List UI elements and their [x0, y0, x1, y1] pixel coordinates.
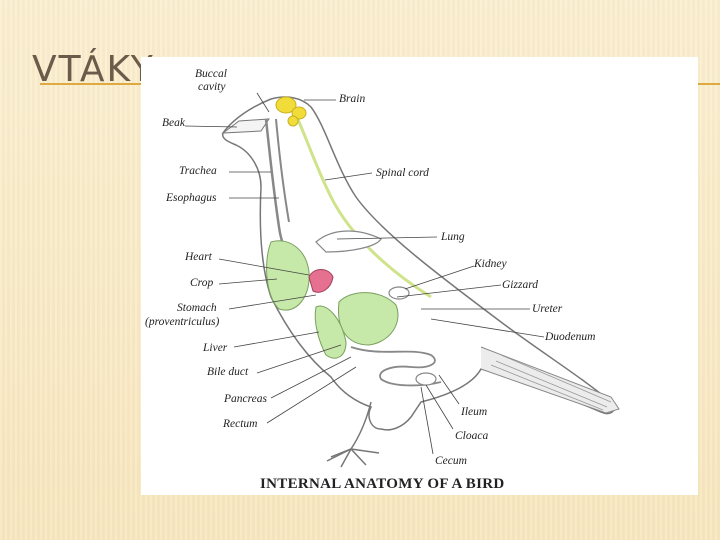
bird-body-outline — [221, 96, 615, 431]
label-esophagus: Esophagus — [166, 192, 217, 204]
figure-caption: INTERNAL ANATOMY OF A BIRD — [260, 476, 505, 492]
cecum-shape — [415, 372, 437, 386]
label-beak: Beak — [162, 117, 185, 129]
label-ileum: Ileum — [461, 406, 488, 418]
liver-shape — [314, 305, 347, 359]
label-buccal-cavity-line2: cavity — [198, 81, 226, 93]
label-pancreas: Pancreas — [224, 393, 268, 405]
brain-shape — [275, 96, 297, 114]
label-gizzard: Gizzard — [502, 279, 538, 291]
label-stomach: Stomach — [177, 302, 217, 314]
lung-shape — [315, 230, 382, 253]
intestine-loops — [350, 346, 442, 387]
foot-shape — [326, 448, 380, 468]
leader-lines — [184, 92, 545, 455]
label-liver: Liver — [203, 342, 228, 354]
label-bile-duct: Bile duct — [207, 366, 249, 378]
leg-shape — [330, 401, 372, 458]
label-proventriculus: (proventriculus) — [145, 316, 220, 328]
label-brain: Brain — [339, 93, 366, 105]
label-crop: Crop — [190, 277, 214, 289]
esophagus-tube — [275, 118, 290, 223]
anatomy-figure: Buccal cavity Beak Brain Trachea Spinal … — [141, 57, 698, 495]
label-duodenum: Duodenum — [545, 331, 596, 343]
label-cloaca: Cloaca — [455, 430, 489, 442]
label-heart: Heart — [185, 251, 212, 263]
label-rectum: Rectum — [223, 418, 258, 430]
label-ureter: Ureter — [532, 303, 563, 315]
label-cecum: Cecum — [435, 455, 467, 467]
crop-shape — [266, 240, 310, 311]
label-kidney: Kidney — [474, 258, 507, 270]
label-lung: Lung — [441, 231, 465, 243]
tail-feathers — [480, 346, 620, 414]
label-trachea: Trachea — [179, 165, 217, 177]
beak-shape — [221, 118, 270, 134]
slide-title: VTÁKY — [32, 49, 155, 90]
label-buccal-cavity-line1: Buccal — [195, 68, 227, 80]
bird-diagram — [184, 92, 620, 468]
spinal-cord-shape — [294, 114, 432, 299]
heart-shape — [308, 269, 334, 293]
label-spinal-cord: Spinal cord — [376, 167, 429, 179]
